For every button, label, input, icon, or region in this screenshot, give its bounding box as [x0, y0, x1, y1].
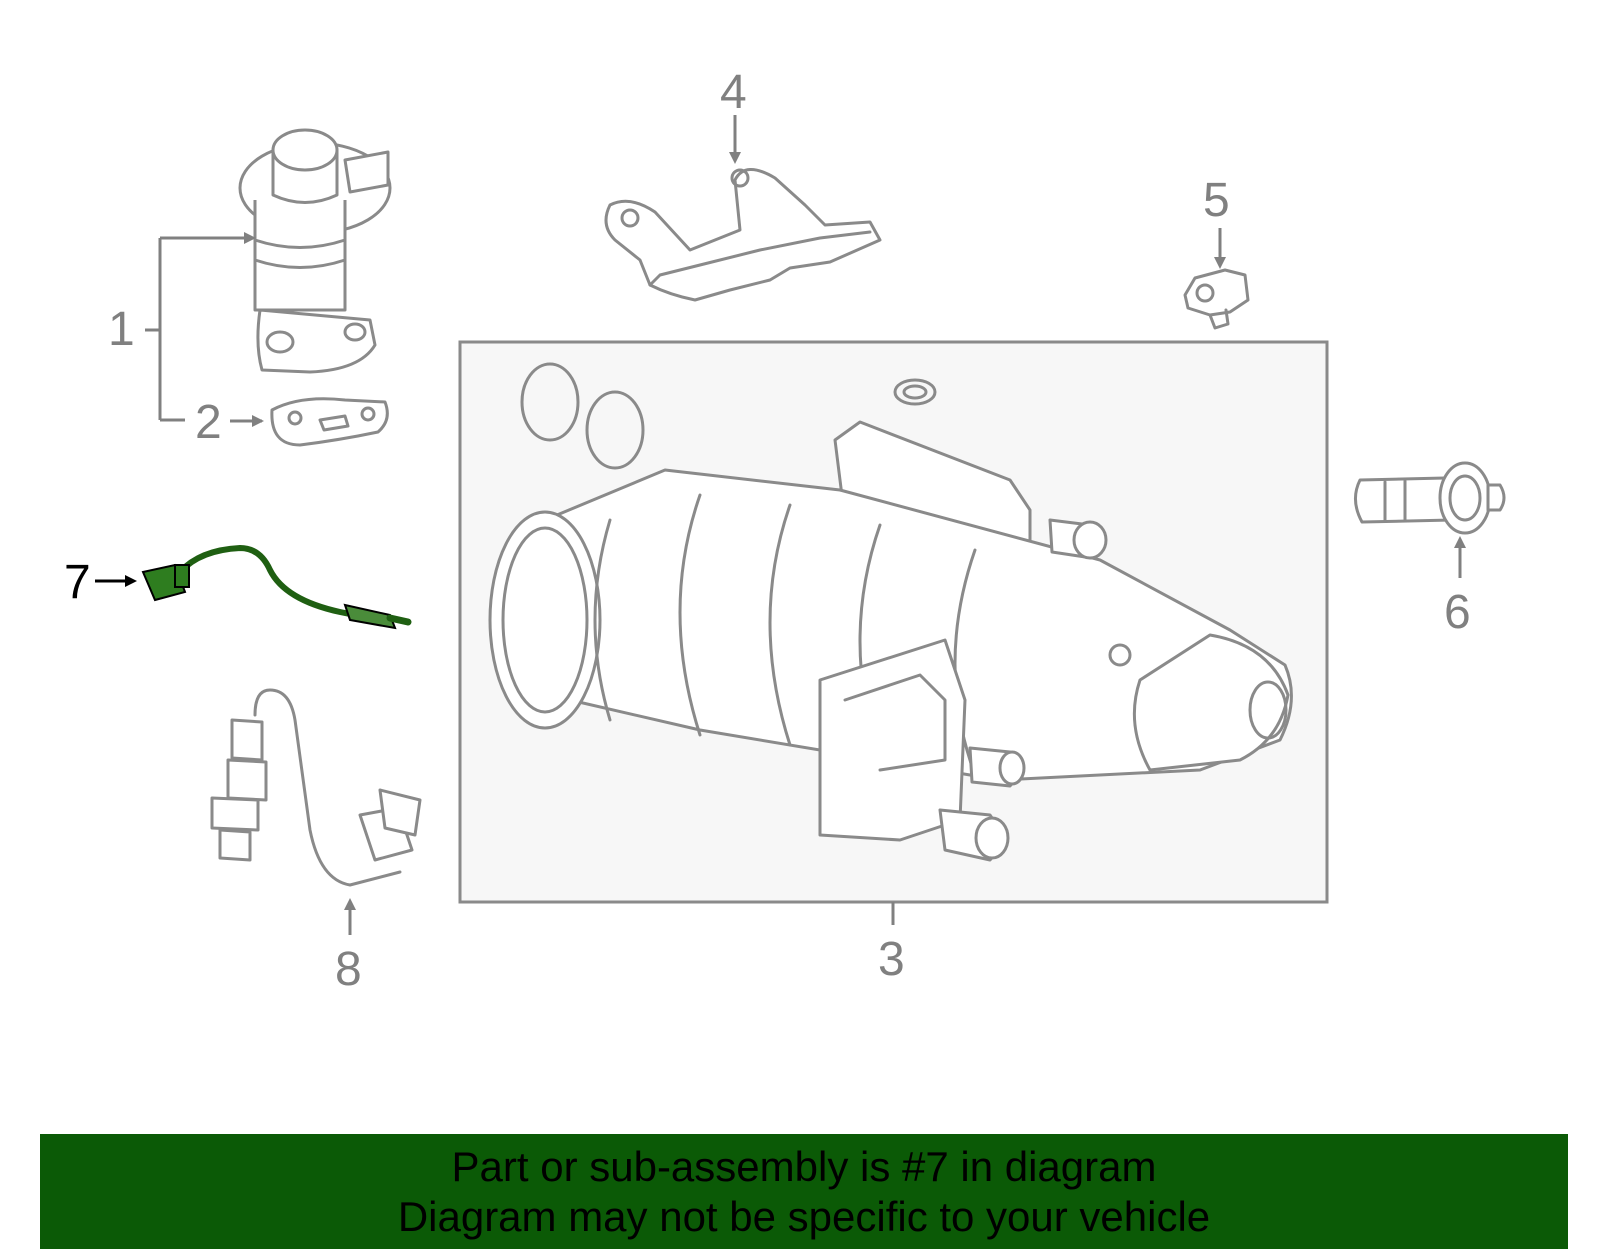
callout-5-label: 5 — [1203, 174, 1230, 227]
part-7-oxygen-sensor — [141, 544, 412, 630]
callout-1-label: 1 — [108, 303, 135, 356]
callout-1-bracket — [145, 236, 250, 422]
callout-8-arrowhead — [344, 898, 356, 910]
banner-line-2: Diagram may not be specific to your vehi… — [397, 1193, 1211, 1240]
info-banner: Part or sub-assembly is #7 in diagram Di… — [40, 1134, 1568, 1249]
part-8-oxygen-sensor — [210, 688, 422, 887]
callout-3-label: 3 — [878, 933, 905, 986]
part-5-sensor — [1183, 268, 1250, 330]
part-2-gasket — [270, 397, 389, 447]
callout-1-arrowhead — [244, 232, 256, 244]
part-1-egr-valve — [238, 128, 392, 374]
part-4-bracket — [604, 168, 882, 302]
callout-2-arrowhead — [252, 415, 264, 427]
callout-4-label: 4 — [720, 66, 747, 119]
banner-line-1: Part or sub-assembly is #7 in diagram — [451, 1143, 1157, 1190]
callout-8-label: 8 — [335, 943, 362, 996]
callout-7-arrowhead — [125, 575, 137, 587]
part-6-connector — [1354, 461, 1506, 535]
callout-6-label: 6 — [1444, 586, 1471, 639]
callout-2-label: 2 — [195, 396, 222, 449]
callout-5-arrowhead — [1214, 257, 1226, 269]
callout-4-arrowhead — [729, 152, 741, 164]
part-3-canister — [488, 362, 1293, 862]
callout-7-label: 7 — [64, 556, 91, 609]
callout-6-arrowhead — [1454, 536, 1466, 548]
